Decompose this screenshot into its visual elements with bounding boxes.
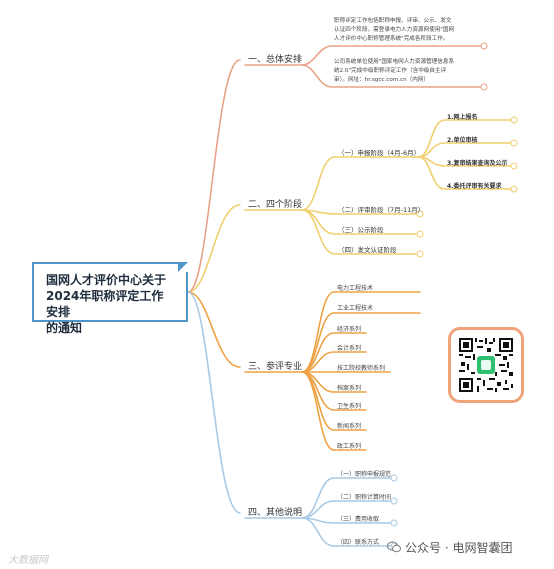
connector-other: [187, 291, 241, 514]
collapse-circle-icon[interactable]: [416, 250, 424, 258]
collapse-circle-icon[interactable]: [510, 116, 518, 124]
overview-desc-2[interactable]: 公司系统单位使用"国家电网人力资源管理信息系 统2.0"完成中级职称评定工作（含…: [334, 59, 455, 83]
collapse-circle-icon[interactable]: [416, 230, 424, 238]
root-title-line2: 2024年职称评定工作安排: [46, 289, 164, 319]
other-item[interactable]: （二）职称计算时间: [337, 494, 392, 501]
collapse-circle-icon[interactable]: [510, 162, 518, 170]
collapse-circle-icon[interactable]: [510, 139, 518, 147]
connector-overview: [187, 59, 241, 293]
collapse-circle-icon[interactable]: [390, 519, 398, 527]
stage-item[interactable]: （一）申报阶段（4月-6月）: [338, 149, 421, 157]
connector-stages: [187, 204, 241, 293]
collapse-circle-icon[interactable]: [390, 474, 398, 482]
connector-specialty: [187, 291, 241, 368]
specialty-item[interactable]: 政工系列: [337, 443, 362, 450]
specialty-item[interactable]: 档案系列: [337, 385, 362, 392]
stage-leaf[interactable]: 1.网上报名: [447, 114, 478, 121]
wechat-icon: [387, 541, 401, 553]
collapse-circle-icon[interactable]: [480, 83, 488, 91]
specialty-item[interactable]: 技工院校教师系列: [337, 365, 386, 372]
stage-leaf[interactable]: 4.委托评审有关要求: [447, 183, 502, 190]
branch-specialty-label[interactable]: 三、参评专业: [248, 362, 303, 372]
collapse-circle-icon[interactable]: [390, 497, 398, 505]
qr-code-card[interactable]: [448, 327, 524, 403]
overview-desc-1[interactable]: 职称评定工作包括职称申报、评审、公示、发文 认证四个阶段，需登录电力人力资源网使…: [334, 18, 455, 42]
stage-item[interactable]: （三）公示阶段: [338, 226, 384, 234]
branch-other-label[interactable]: 四、其他说明: [248, 508, 303, 518]
other-item[interactable]: （四）联系方式: [337, 539, 380, 546]
other-item[interactable]: （三）费用收取: [337, 516, 380, 523]
branch-stages-label[interactable]: 二、四个阶段: [248, 200, 303, 210]
specialty-item[interactable]: 电力工程技术: [337, 285, 374, 292]
collapse-circle-icon[interactable]: [416, 210, 424, 218]
stage-leaf[interactable]: 2.单位审核: [447, 137, 478, 144]
qr-code: [459, 338, 513, 392]
root-title-line1: 国网人才评价中心关于: [46, 273, 167, 287]
collapse-circle-icon[interactable]: [510, 185, 518, 193]
folded-corner: [178, 262, 188, 272]
stage-item[interactable]: （二）评审阶段（7月-11月）: [338, 206, 425, 214]
collapse-circle-icon[interactable]: [480, 42, 488, 50]
specialty-item[interactable]: 卫生系列: [337, 403, 362, 410]
footer-brand: 公众号 · 电网智囊团: [387, 539, 512, 556]
stage-item[interactable]: （四）发文认证阶段: [338, 246, 397, 254]
watermark: 大数据网: [8, 555, 48, 566]
root-topic[interactable]: 国网人才评价中心关于 2024年职称评定工作安排 的通知: [32, 262, 188, 335]
specialty-item[interactable]: 工业工程技术: [337, 305, 374, 312]
branch-overview-label[interactable]: 一、总体安排: [248, 55, 303, 65]
root-title-line3: 的通知: [46, 321, 83, 335]
specialty-item[interactable]: 新闻系列: [337, 423, 362, 430]
specialty-item[interactable]: 经济系列: [337, 326, 362, 333]
other-item[interactable]: （一）职称申报规范: [337, 471, 392, 478]
stage-leaf[interactable]: 3.复审结果查询及公示: [447, 160, 508, 167]
specialty-item[interactable]: 会计系列: [337, 345, 362, 352]
